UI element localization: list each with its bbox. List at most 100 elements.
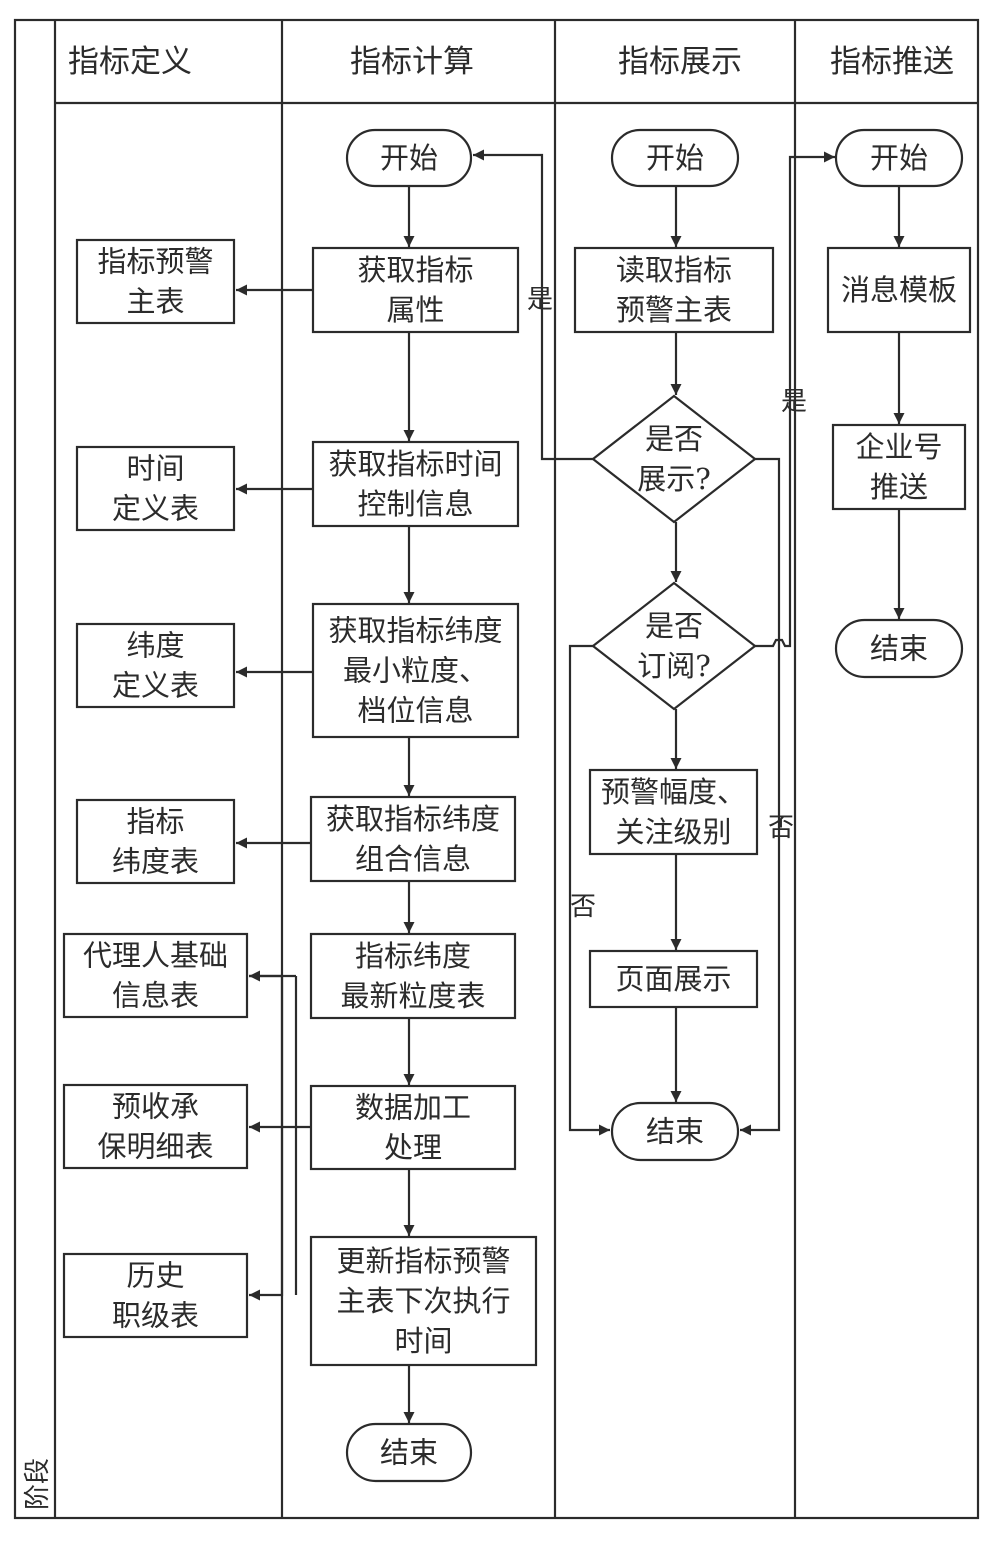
- process-box: [62, 932, 249, 1019]
- process-box: [588, 949, 759, 1009]
- edge-process-to-agent: [249, 970, 284, 1127]
- node-show-start: 开始: [610, 128, 740, 188]
- node-text-line: 属性: [386, 293, 444, 327]
- node-show-end: 结束: [610, 1101, 740, 1162]
- process-box: [309, 795, 517, 883]
- node-text-line: 获取指标纬度: [326, 802, 500, 836]
- node-calc-start: 开始: [345, 128, 473, 188]
- node-text-line: 信息表: [112, 979, 199, 1013]
- terminator-box: [610, 1101, 740, 1162]
- decision-diamond: [591, 394, 757, 524]
- edge-subscribe-no-to-end: [568, 644, 610, 1136]
- process-box: [831, 423, 967, 511]
- process-box: [588, 768, 759, 856]
- node-text-line: 指标预警: [97, 245, 213, 279]
- terminator-box: [345, 128, 473, 188]
- node-text-line: 获取指标纬度: [328, 614, 502, 648]
- node-text-line: 预警幅度、: [601, 775, 746, 809]
- outer-border: [13, 18, 980, 1520]
- terminator-box: [834, 128, 964, 188]
- node-text-line: 预收承: [112, 1090, 199, 1124]
- node-text-line: 更新指标预警: [336, 1244, 510, 1278]
- node-text-line: 是否: [645, 609, 703, 643]
- node-text-line: 是否: [645, 422, 703, 456]
- node-text-line: 获取指标时间: [328, 447, 502, 481]
- process-box: [311, 246, 520, 334]
- process-box: [309, 1084, 517, 1171]
- process-box: [75, 622, 236, 709]
- node-text-line: 时间: [126, 452, 184, 486]
- node-text-line: 读取指标: [616, 253, 732, 287]
- edge-label-display-no: 否: [768, 813, 794, 843]
- process-box: [75, 445, 236, 532]
- node-show-page: 页面展示: [588, 949, 759, 1009]
- node-push-tpl: 消息模板: [826, 246, 972, 334]
- node-text-line: 时间: [394, 1324, 452, 1358]
- process-box: [75, 798, 236, 885]
- node-text-line: 代理人基础: [83, 939, 228, 973]
- node-text-line: 处理: [384, 1131, 442, 1165]
- node-text-line: 展示?: [637, 462, 711, 496]
- node-text-line: 定义表: [112, 669, 199, 703]
- node-text-line: 主表: [126, 285, 184, 319]
- node-text-line: 纬度表: [112, 845, 199, 879]
- edge-label-subscribe-no: 否: [570, 892, 596, 922]
- node-text-line: 历史: [126, 1259, 184, 1293]
- node-text-line: 结束: [380, 1436, 438, 1470]
- terminator-box: [610, 128, 740, 188]
- process-box: [62, 1083, 249, 1170]
- node-text-line: 数据加工: [355, 1091, 471, 1125]
- node-push-end: 结束: [834, 618, 964, 679]
- node-text-line: 订阅?: [637, 649, 711, 683]
- node-text-line: 预警主表: [616, 293, 732, 327]
- node-text-line: 组合信息: [355, 842, 471, 876]
- lane-frame: 指标定义指标计算指标展示指标推送阶段: [13, 18, 980, 1520]
- node-text-line: 指标纬度: [355, 939, 471, 973]
- edge-label-subscribe-yes: 是: [781, 387, 807, 417]
- node-text-line: 开始: [380, 141, 438, 175]
- node-text-line: 指标: [126, 805, 184, 839]
- edge-process-to-rank: [249, 1127, 284, 1301]
- edge-subscribe-yes-to-push-start: [755, 151, 835, 648]
- lane-title-def: 指标定义: [68, 44, 192, 80]
- node-text-line: 消息模板: [841, 273, 957, 307]
- node-text-line: 开始: [646, 141, 704, 175]
- process-box: [62, 1252, 249, 1339]
- node-text-line: 档位信息: [357, 694, 473, 728]
- node-show-level: 预警幅度、关注级别: [588, 768, 759, 856]
- edges: [236, 149, 905, 1423]
- process-box: [311, 602, 520, 739]
- node-text-line: 职级表: [112, 1299, 199, 1333]
- terminator-box: [834, 618, 964, 679]
- process-box: [826, 246, 972, 334]
- node-text-line: 保明细表: [97, 1130, 213, 1164]
- node-text-line: 控制信息: [357, 487, 473, 521]
- node-text-line: 关注级别: [615, 815, 731, 849]
- node-text-line: 主表下次执行: [336, 1284, 510, 1318]
- node-text-line: 纬度: [126, 629, 184, 663]
- process-box: [75, 238, 236, 325]
- lane-title-show: 指标展示: [618, 44, 742, 80]
- edge-display-no-to-end: [740, 457, 781, 1136]
- node-text-line: 开始: [870, 141, 928, 175]
- stage-label: 阶段: [23, 1458, 53, 1510]
- node-text-line: 最小粒度、: [343, 654, 488, 688]
- node-text-line: 最新粒度表: [340, 979, 485, 1013]
